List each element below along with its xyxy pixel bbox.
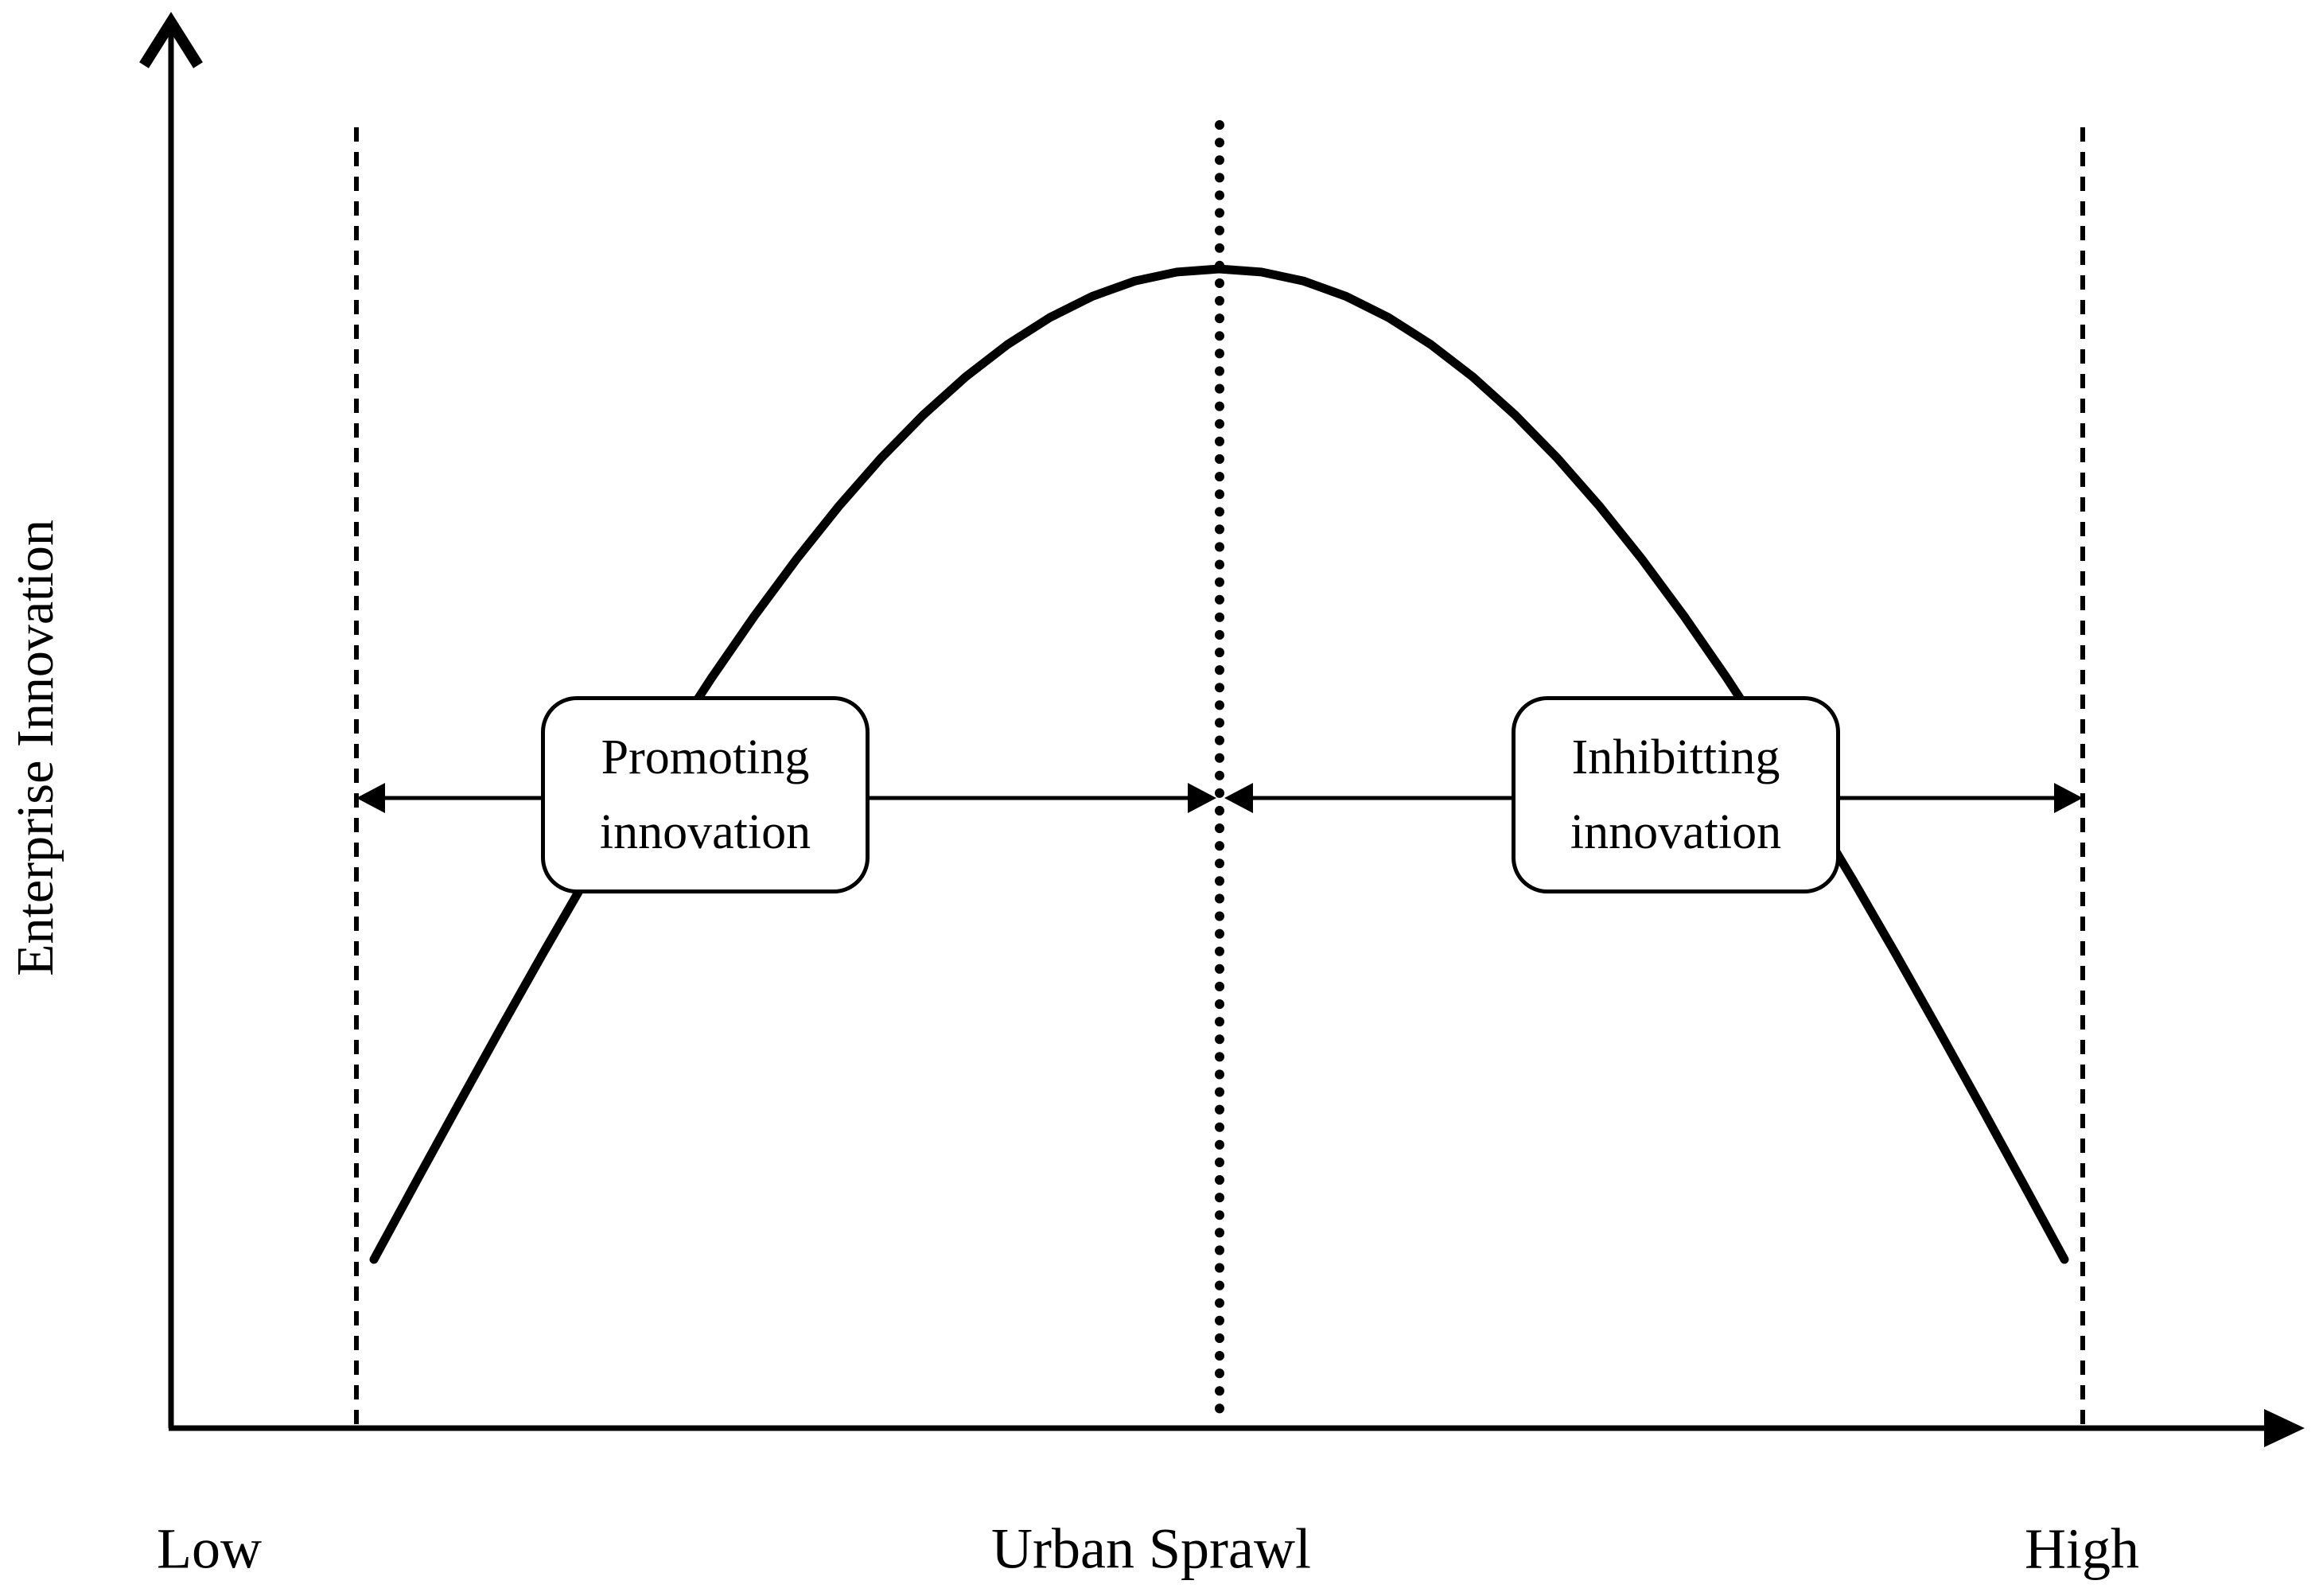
y-axis-arrowhead-icon bbox=[139, 11, 203, 68]
x-axis-title: Urban Sprawl bbox=[991, 1516, 1311, 1581]
arrowhead-right-icon bbox=[1188, 783, 1216, 813]
promoting-callout-line1: Promoting bbox=[601, 730, 810, 784]
x-axis-arrowhead-icon bbox=[2264, 1409, 2305, 1447]
arrowhead-right-icon bbox=[2054, 783, 2083, 813]
arrowhead-left-icon bbox=[1224, 783, 1253, 813]
x-axis-low-label: Low bbox=[157, 1516, 262, 1581]
arrowhead-left-icon bbox=[356, 783, 385, 813]
promoting-callout-line2: innovation bbox=[599, 805, 811, 859]
y-axis-title: Enterprise Innovation bbox=[6, 520, 64, 976]
inhibiting-innovation-callout: Inhibitting innovation bbox=[1512, 696, 1840, 893]
inhibiting-callout-line2: innovation bbox=[1570, 805, 1782, 859]
x-axis-high-label: High bbox=[2025, 1516, 2139, 1581]
inhibiting-callout-line1: Inhibitting bbox=[1571, 730, 1780, 784]
promoting-innovation-callout: Promoting innovation bbox=[541, 696, 870, 893]
